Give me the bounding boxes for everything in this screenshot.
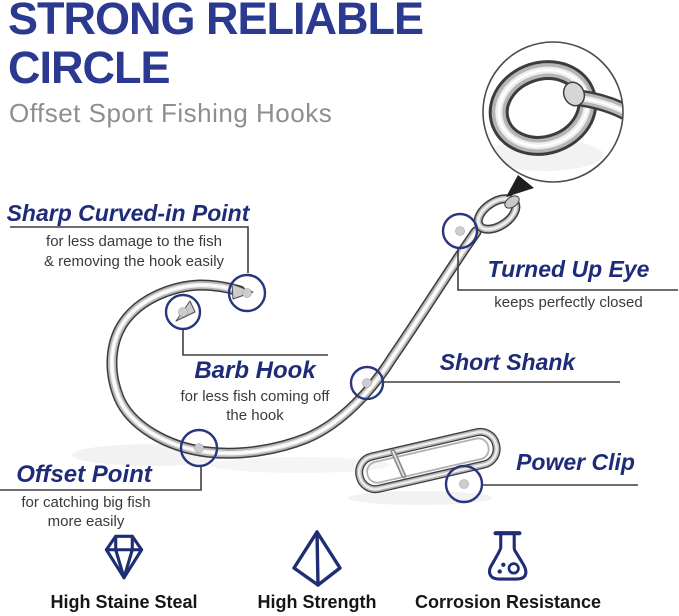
title-line-1: STRONG RELIABLE [8, 0, 424, 44]
marker-eye [441, 212, 479, 250]
marker-shank [349, 365, 385, 401]
callout-sharp-point-desc: for less damage to the fish & removing t… [43, 233, 225, 270]
callout-connectors [0, 226, 678, 491]
connector-sharp-point [10, 226, 249, 273]
diamond-icon [32, 528, 216, 588]
magnifier-ring [482, 41, 624, 183]
page-subtitle: Offset Sport Fishing Hooks [9, 98, 333, 128]
feature-high-strength: High Strength [225, 528, 409, 613]
callout-turned-up-eye-desc: keeps perfectly closed [494, 294, 643, 311]
connector-turned-eye [457, 249, 678, 291]
feature-label: High Staine Steal [50, 592, 198, 612]
title-line-2: CIRCLE [8, 42, 171, 93]
feature-corrosion-resistance: Corrosion Resistance [411, 528, 605, 613]
callout-turned-up-eye-title: Turned Up Eye [487, 256, 650, 282]
callout-short-shank-title: Short Shank [439, 349, 576, 375]
marker-offset [179, 428, 219, 468]
callout-offset-point-desc: for catching big fish more easily [21, 494, 151, 530]
feature-label: High Strength [257, 592, 377, 612]
marker-barb [164, 293, 202, 331]
callout-offset-point-title: Offset Point [16, 461, 152, 488]
callout-barb-hook-title: Barb Hook [194, 357, 316, 384]
feature-markers [164, 212, 484, 504]
page-title: STRONG RELIABLE CIRCLE [8, 0, 424, 93]
callout-power-clip-title: Power Clip [516, 449, 635, 475]
feature-high-stainless-steel: High Staine Steal [32, 528, 216, 613]
marker-clip [444, 464, 484, 504]
magnifier-pointer-icon [506, 175, 534, 197]
connector-offset-point [0, 466, 202, 491]
pyramid-icon [225, 528, 409, 588]
connector-barb-hook [182, 329, 328, 356]
feature-label: Corrosion Resistance [414, 592, 602, 612]
marker-sharp-point [227, 273, 267, 313]
callout-barb-hook-desc: for less fish coming off the hook [180, 388, 330, 424]
power-clip-illustration [355, 427, 501, 494]
flask-icon [411, 528, 605, 588]
magnifier-detail [482, 41, 624, 197]
hook-eye-end [504, 195, 520, 209]
callout-sharp-point-title: Sharp Curved-in Point [6, 200, 250, 226]
